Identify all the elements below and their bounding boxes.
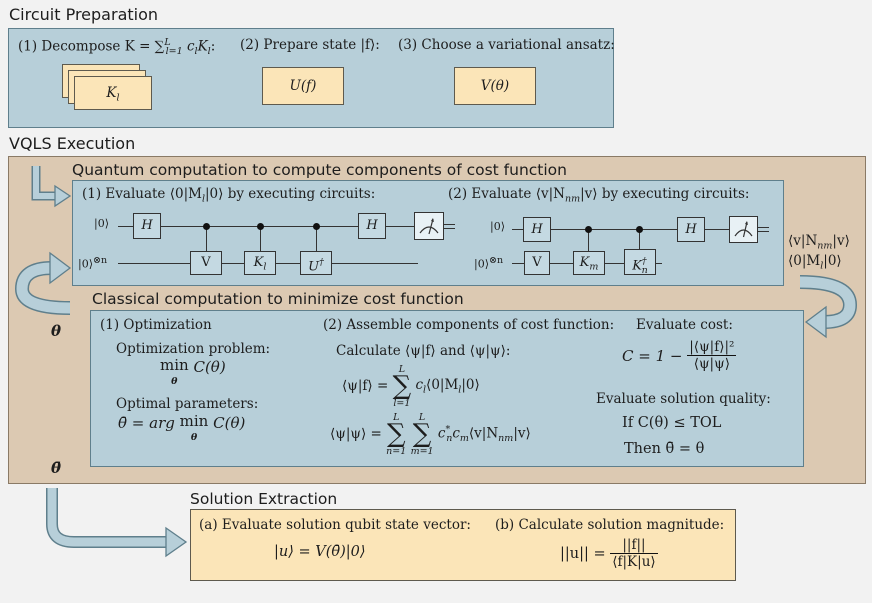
quantum-computation-title: Quantum computation to compute component…	[72, 161, 567, 179]
right-hadamard-gate-1: H	[523, 217, 551, 242]
solution-magnitude-equation: ||u|| = ||f|| ⟨f|K|u⟩	[560, 537, 658, 570]
solution-magnitude-title: (b) Calculate solution magnitude:	[495, 517, 725, 533]
left-classical-wire-a	[443, 224, 455, 226]
theta-label: θ	[51, 322, 62, 340]
left-qubit-ancilla-label: |0⟩	[94, 217, 109, 230]
left-control-dot-k	[257, 223, 264, 230]
right-loop-arrow-head	[804, 305, 827, 339]
right-control-dot-km	[585, 226, 592, 233]
left-classical-wire-b	[443, 228, 455, 230]
cost-equation: C = 1 − |⟨ψ|f⟩|² ⟨ψ|ψ⟩	[622, 339, 737, 372]
decomposition-card-front: Kl	[74, 76, 152, 110]
solution-arrow-head	[165, 526, 188, 558]
right-kn-dagger-gate: K†n	[624, 249, 656, 276]
left-circuit-title: (1) Evaluate ⟨0|Ml|0⟩ by executing circu…	[82, 186, 376, 205]
right-km-gate: Km	[573, 251, 605, 275]
left-u-dagger-gate: U†	[300, 251, 332, 275]
optimal-parameters-label: Optimal parameters:	[116, 396, 259, 412]
left-hadamard-gate-2: H	[358, 213, 386, 239]
left-control-line-k	[260, 226, 262, 254]
theta-bar-label: θ̄	[51, 459, 62, 477]
left-loop-arrow-head	[49, 251, 72, 285]
left-control-dot-v	[203, 223, 210, 230]
psi-f-equation: ⟨ψ|f⟩ = L∑l=1 cl⟨0|Ml|0⟩	[342, 364, 480, 409]
decompose-step-label: (1) Decompose K = ∑Ll=1 clKl:	[18, 37, 216, 58]
entry-arrow-head	[54, 184, 72, 208]
solution-state-title: (a) Evaluate solution qubit state vector…	[199, 517, 471, 533]
ansatz-box: V(θ)	[454, 67, 536, 105]
tolerance-condition: If C(θ) ≤ TOL	[622, 415, 722, 431]
right-qubit-register-label: |0⟩⊗n	[474, 255, 504, 271]
right-control-line-km	[588, 229, 590, 251]
right-qubit-ancilla-label: |0⟩	[490, 220, 505, 233]
left-qubit-register-label: |0⟩⊗n	[78, 255, 108, 271]
evaluate-cost-label: Evaluate cost:	[636, 317, 733, 333]
left-control-line-v	[206, 226, 208, 254]
optimization-problem-label: Optimization problem:	[116, 341, 271, 357]
classical-computation-title: Classical computation to minimize cost f…	[92, 290, 464, 308]
update-condition: Then θ̄ = θ	[624, 441, 705, 457]
left-control-dot-u	[313, 223, 320, 230]
right-v-gate: V	[524, 251, 550, 275]
left-control-line-u	[316, 226, 318, 254]
left-ancilla-wire	[118, 226, 414, 228]
circuit-preparation-title: Circuit Preparation	[9, 5, 159, 24]
solution-extraction-title: Solution Extraction	[190, 490, 338, 508]
output-ml-label: ⟨0|Ml|0⟩	[788, 253, 842, 272]
right-control-line-kn	[639, 229, 641, 251]
right-control-dot-kn	[636, 226, 643, 233]
right-measurement-icon	[729, 216, 758, 243]
solution-extraction-panel	[190, 509, 736, 581]
evaluate-quality-label: Evaluate solution quality:	[596, 391, 771, 407]
right-classical-wire-a	[757, 227, 769, 229]
right-hadamard-gate-2: H	[677, 217, 705, 242]
assemble-title: (2) Assemble components of cost function…	[323, 317, 615, 333]
optimization-title: (1) Optimization	[100, 317, 212, 333]
vqls-execution-title: VQLS Execution	[9, 134, 136, 153]
left-measurement-icon	[414, 212, 444, 240]
left-hadamard-gate-1: H	[133, 213, 161, 239]
right-ancilla-wire	[512, 229, 730, 231]
psi-psi-equation: ⟨ψ|ψ⟩ = L∑n=1 L∑m=1 c*ncm⟨v|Nnm|v⟩	[330, 412, 531, 457]
right-circuit-title: (2) Evaluate ⟨v|Nnm|v⟩ by executing circ…	[448, 186, 750, 205]
left-v-gate: V	[190, 251, 222, 275]
ansatz-label: (3) Choose a variational ansatz:	[398, 37, 615, 53]
left-k-gate: Kl	[244, 251, 276, 275]
state-prep-box: U(f)	[262, 67, 344, 105]
solution-state-equation: |u⟩ = V(θ̄)|0⟩	[274, 544, 366, 560]
right-classical-wire-b	[757, 231, 769, 233]
calculate-label: Calculate ⟨ψ|f⟩ and ⟨ψ|ψ⟩:	[336, 343, 511, 359]
prepare-state-label: (2) Prepare state |f⟩:	[240, 37, 380, 53]
output-nnm-label: ⟨v|Nnm|v⟩	[788, 233, 850, 252]
classical-computation-panel	[90, 310, 804, 467]
